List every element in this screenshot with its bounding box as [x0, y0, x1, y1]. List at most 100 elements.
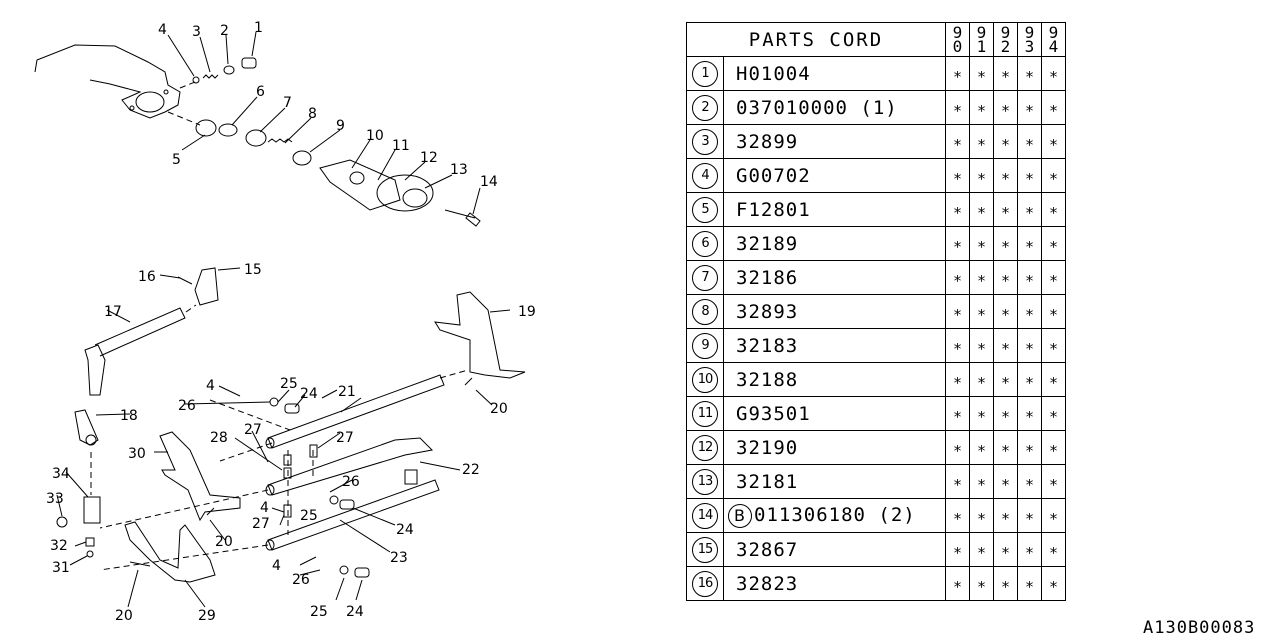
asterisk-icon: ∗: [952, 64, 963, 83]
year-digit: 4: [1048, 36, 1059, 56]
callout-20c: 20: [115, 608, 133, 624]
asterisk-icon: ∗: [1024, 234, 1035, 253]
part-15-arm: [194, 267, 219, 306]
asterisk-icon: ∗: [1048, 166, 1059, 185]
callout-11: 11: [392, 138, 410, 154]
part-code: H01004: [736, 62, 811, 85]
asterisk-icon: ∗: [952, 472, 963, 491]
asterisk-icon: ∗: [952, 336, 963, 355]
applicability-mark: ∗: [945, 566, 970, 601]
circled-part-number: 10: [692, 366, 718, 393]
asterisk-icon: ∗: [1024, 574, 1035, 593]
part-code: 32899: [736, 130, 799, 153]
part-1-plug: [241, 57, 257, 69]
asterisk-icon: ∗: [1048, 98, 1059, 117]
part-code: 32183: [736, 334, 799, 357]
callout-9: 9: [336, 118, 345, 134]
callout-27b: 27: [336, 430, 354, 446]
part-code: 32823: [736, 572, 799, 595]
callout-labels: 4 3 2 1 5 6 7 8 9 10 11 12 13 14 16 15 1…: [46, 20, 536, 624]
applicability-mark: ∗: [1041, 260, 1066, 295]
part-code-cell: 32190: [723, 430, 946, 465]
applicability-mark: ∗: [969, 158, 994, 193]
callout-31: 31: [52, 560, 70, 576]
reference-code: A130B00083: [1143, 618, 1256, 638]
applicability-mark: ∗: [1017, 226, 1042, 261]
part-8-spring: [267, 138, 293, 143]
callout-7: 7: [283, 95, 292, 111]
applicability-mark: ∗: [969, 362, 994, 397]
applicability-mark: ∗: [945, 260, 970, 295]
asterisk-icon: ∗: [1024, 166, 1035, 185]
part-4-ball: [192, 76, 200, 84]
asterisk-icon: ∗: [1000, 98, 1011, 117]
asterisk-icon: ∗: [952, 234, 963, 253]
part-31-ball: [86, 550, 94, 558]
applicability-mark: ∗: [1017, 124, 1042, 159]
asterisk-icon: ∗: [1024, 404, 1035, 423]
applicability-mark: ∗: [969, 294, 994, 329]
year-digit: 0: [952, 36, 963, 56]
applicability-mark: ∗: [1017, 430, 1042, 465]
asterisk-icon: ∗: [1048, 234, 1059, 253]
part-code-cell: F12801: [723, 192, 946, 227]
part-number-cell: 4: [686, 158, 724, 193]
asterisk-icon: ∗: [1000, 166, 1011, 185]
asterisk-icon: ∗: [1000, 336, 1011, 355]
applicability-mark: ∗: [1017, 56, 1042, 91]
asterisk-icon: ∗: [976, 268, 987, 287]
asterisk-icon: ∗: [976, 302, 987, 321]
part-code: 037010000 (1): [736, 96, 898, 119]
applicability-mark: ∗: [1041, 430, 1066, 465]
applicability-mark: ∗: [969, 498, 994, 533]
year-digit: 9: [1000, 22, 1011, 42]
applicability-mark: ∗: [1041, 328, 1066, 363]
asterisk-icon: ∗: [952, 540, 963, 559]
asterisk-icon: ∗: [976, 64, 987, 83]
callout-12: 12: [420, 150, 438, 166]
part-21-rail: [265, 374, 445, 449]
asterisk-icon: ∗: [1048, 472, 1059, 491]
callout-21: 21: [338, 384, 356, 400]
applicability-mark: ∗: [993, 124, 1018, 159]
applicability-mark: ∗: [1017, 566, 1042, 601]
asterisk-icon: ∗: [1048, 540, 1059, 559]
applicability-mark: ∗: [1041, 226, 1066, 261]
callout-3: 3: [192, 24, 201, 40]
part-code-cell: 32893: [723, 294, 946, 329]
asterisk-icon: ∗: [1048, 404, 1059, 423]
applicability-mark: ∗: [1041, 56, 1066, 91]
applicability-mark: ∗: [1017, 532, 1042, 567]
applicability-mark: ∗: [969, 464, 994, 499]
circled-part-number: 14: [692, 502, 718, 529]
part-code: 32189: [736, 232, 799, 255]
part-5-oring: [195, 119, 217, 137]
callout-28: 28: [210, 430, 228, 446]
part-code-cell: 32823: [723, 566, 946, 601]
applicability-mark: ∗: [1017, 192, 1042, 227]
callout-5: 5: [172, 152, 181, 168]
callout-32: 32: [50, 538, 68, 554]
callout-27a: 27: [244, 422, 262, 438]
asterisk-icon: ∗: [1048, 200, 1059, 219]
part-14-bolt: [444, 209, 481, 227]
applicability-mark: ∗: [1017, 90, 1042, 125]
asterisk-icon: ∗: [1000, 472, 1011, 491]
applicability-mark: ∗: [945, 90, 970, 125]
part-code: 32190: [736, 436, 799, 459]
year-digit: 9: [952, 22, 963, 42]
applicability-mark: ∗: [993, 294, 1018, 329]
asterisk-icon: ∗: [1024, 370, 1035, 389]
leader-lines: [56, 31, 511, 608]
asterisk-icon: ∗: [976, 404, 987, 423]
asterisk-icon: ∗: [976, 506, 987, 525]
